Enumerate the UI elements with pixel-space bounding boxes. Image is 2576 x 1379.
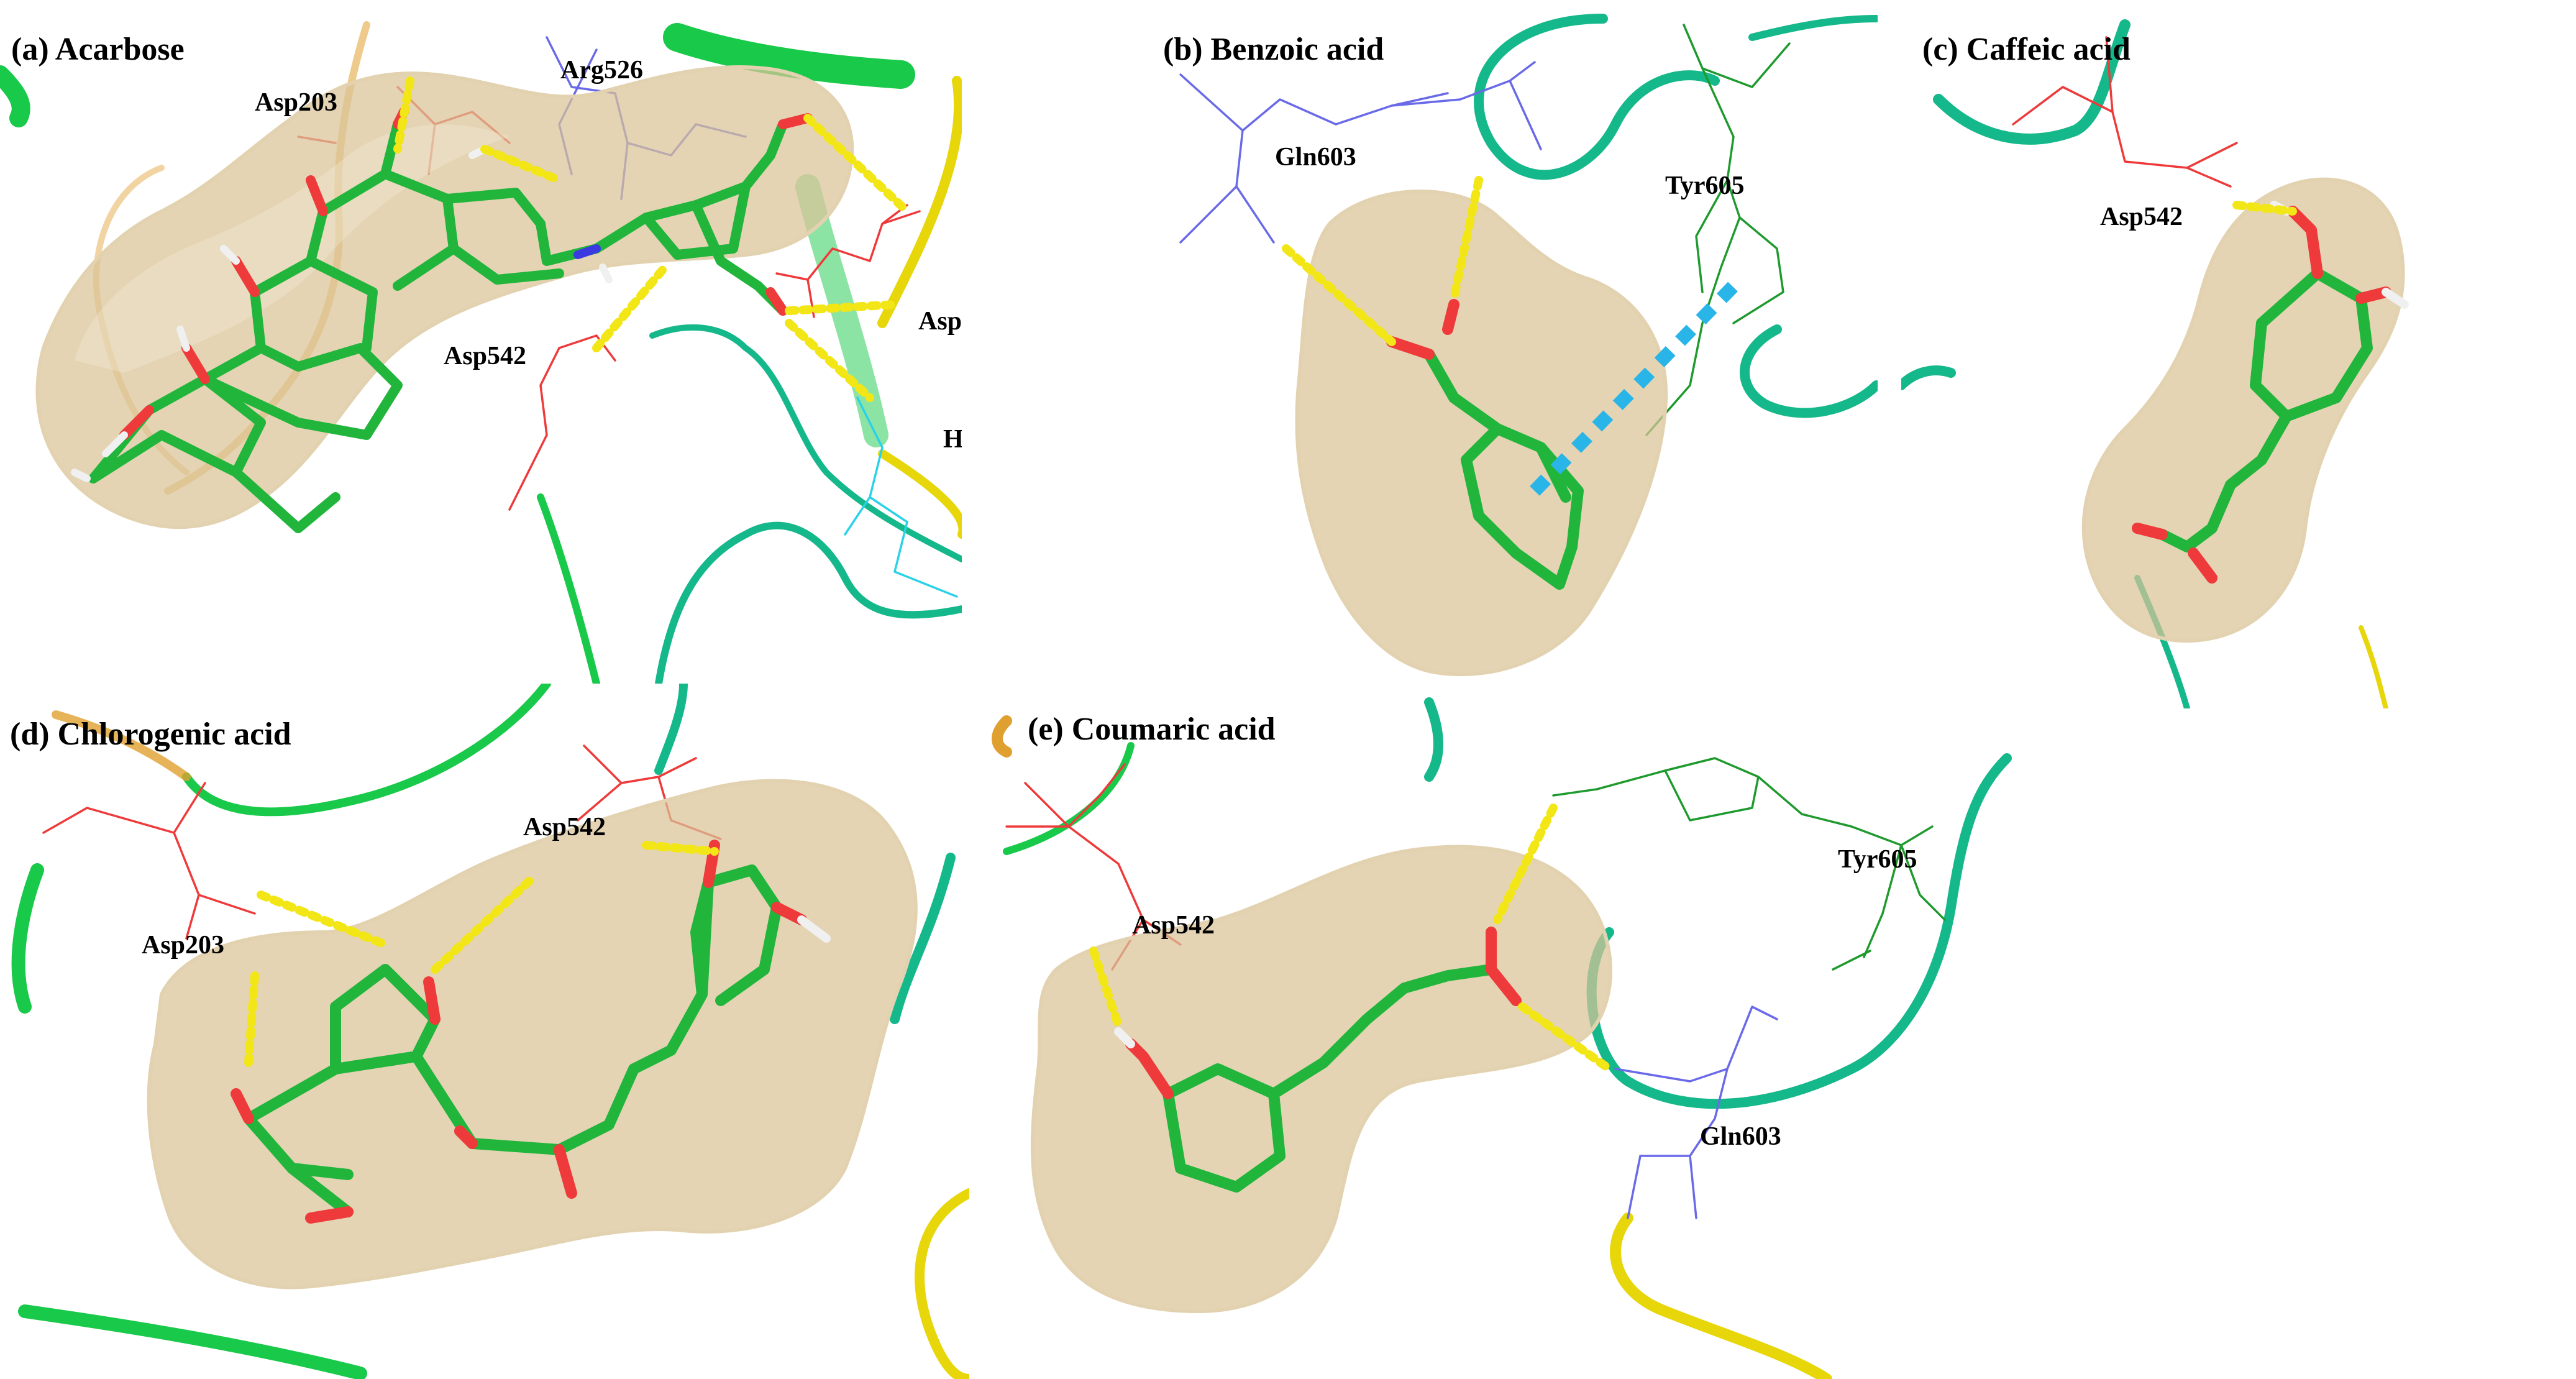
panel-a-label-asp203: Asp203 — [255, 88, 337, 117]
panel-d-residues — [42, 744, 722, 940]
panel-b-ligand-surface — [1295, 190, 1668, 677]
panel-e-ligand-surface — [1030, 845, 1612, 1314]
panel-d-label-asp542: Asp542 — [523, 813, 606, 841]
panel-d-title: (d) Chlorogenic acid — [10, 717, 291, 752]
panel-e-label-asp542: Asp542 — [1132, 911, 1215, 940]
panel-c: (c) Caffeic acid Asp542 — [1901, 19, 2409, 708]
panel-e: (e) Coumaric acid Tyr605 Asp542 Gln603 — [992, 697, 2012, 1379]
panel-e-label-tyr605: Tyr605 — [1838, 845, 1917, 874]
panel-b-residues — [1179, 24, 1791, 436]
panel-e-hbonds — [1089, 804, 1614, 1073]
panel-a-title: (a) Acarbose — [11, 32, 185, 67]
panel-a: (a) Acarbose Asp203 Arg526 Asp542 Asp327… — [0, 21, 1020, 684]
panel-d-ligand — [231, 840, 831, 1224]
panel-c-ligand-surface — [2081, 177, 2405, 643]
panel-b: (b) Benzoic acid Gln603 Tyr605 — [1163, 14, 1878, 677]
panel-d-ribbons — [11, 684, 969, 1379]
panel-c-label-asp542: Asp542 — [2100, 203, 2183, 231]
panel-a-label-his600: His600 — [943, 425, 1020, 454]
panel-b-title: (b) Benzoic acid — [1163, 32, 1384, 67]
panel-e-title: (e) Coumaric acid — [1028, 712, 1276, 747]
panel-d-ligand-surface — [147, 779, 918, 1290]
panel-c-title: (c) Caffeic acid — [1922, 32, 2131, 67]
panel-c-residues — [2012, 36, 2238, 188]
panel-a-label-asp542: Asp542 — [444, 342, 526, 370]
panel-b-ribbons — [1474, 14, 1878, 418]
panel-b-label-tyr605: Tyr605 — [1665, 172, 1745, 200]
panel-d: (d) Chlorogenic acid Asp542 Asp203 — [10, 684, 969, 1379]
panel-b-ligand — [1386, 299, 1584, 590]
panel-d-hbonds — [244, 841, 719, 1067]
panel-a-hbonds — [393, 76, 911, 402]
panel-e-residues — [1005, 757, 1946, 1219]
panel-c-hbonds — [2232, 201, 2297, 216]
panel-a-label-asp327: Asp327 — [918, 307, 1001, 336]
panel-b-interactions — [1282, 176, 1745, 496]
panel-a-ligand — [71, 107, 813, 533]
panel-e-ligand — [1114, 927, 1522, 1193]
panel-e-label-gln603: Gln603 — [1700, 1122, 1781, 1151]
panel-a-label-arg526: Arg526 — [560, 56, 643, 85]
panel-b-label-gln603: Gln603 — [1275, 143, 1356, 172]
panel-d-label-asp203: Asp203 — [142, 931, 224, 960]
